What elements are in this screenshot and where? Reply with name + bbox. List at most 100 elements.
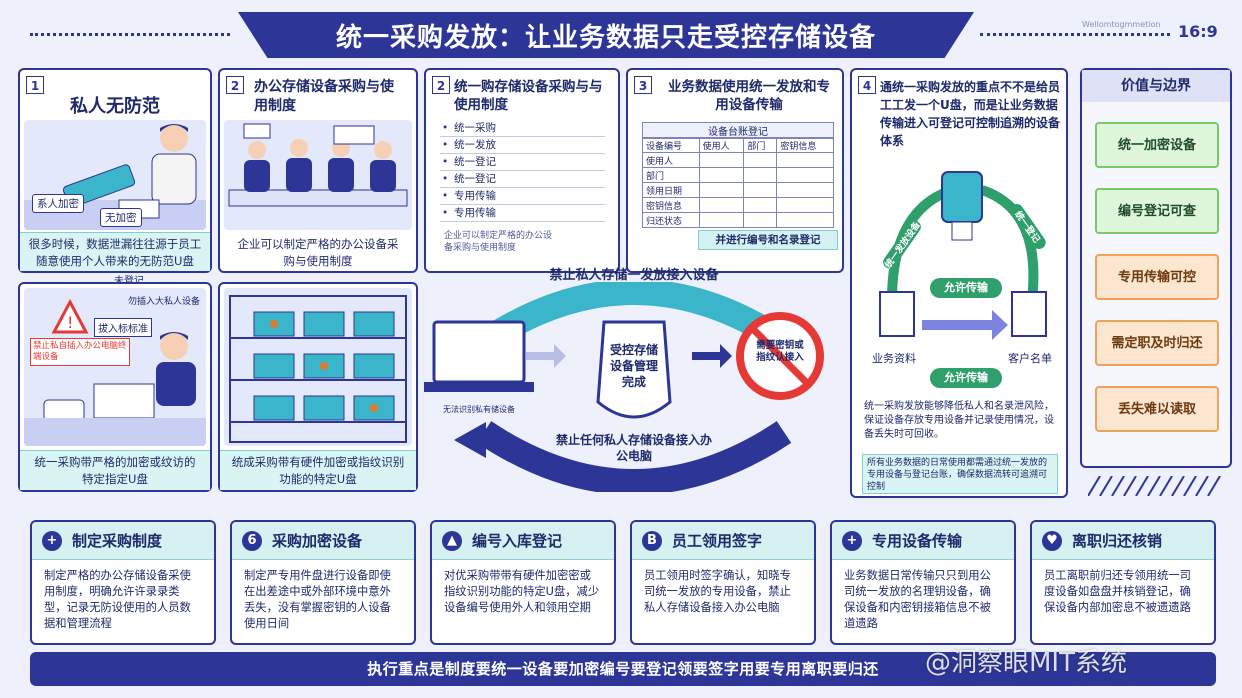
tag-unregistered: 未登记 bbox=[114, 272, 144, 287]
table-cell: 归还状态 bbox=[642, 212, 700, 228]
card-title: 离职归还核销 bbox=[1072, 532, 1163, 550]
card-numbering-registration: ▲ 编号入库登记 对优采购带带有硬件加密密或指纹识别功能的特定U盘，减少设备编号使… bbox=[430, 520, 616, 645]
card-body: 员工离职前归还专领用统一司度设备如盘盘并核销登记，确保设备内部加密息不被遗遗路 bbox=[1044, 569, 1191, 614]
sidebar-item-encrypted-device: 统一加密设备 bbox=[1095, 122, 1219, 168]
page-title: 统一采购发放：让业务数据只走受控存储设备 bbox=[335, 22, 876, 53]
panel-key-point: 4 通统一采购发放的重点不不是给员工工发一个U盘，而是让业务数据传输进入可登记可… bbox=[850, 68, 1068, 498]
card-title: 专用设备传输 bbox=[872, 532, 963, 550]
bubble-encrypt: 系人加密 bbox=[32, 194, 84, 213]
panel-caption: 企业可以制定严格的办公设备采购与使用制度 bbox=[237, 237, 399, 268]
panel-title: 通统一采购发放的重点不不是给员工工发一个U盘，而是让业务数据传输进入可登记可控制… bbox=[880, 80, 1061, 148]
triangle-icon: ▲ bbox=[442, 530, 462, 551]
list-item: 专用传输 bbox=[440, 188, 605, 205]
table-cell: 密钥信息 bbox=[776, 137, 834, 153]
table-cell: 设备编号 bbox=[642, 137, 700, 153]
bubble-no-encrypt: 无加密 bbox=[100, 208, 142, 227]
scene-illustration: ! bbox=[24, 288, 206, 446]
table-cell: 部门 bbox=[743, 137, 778, 153]
card-encrypted-devices: 6 采购加密设备 制定严专用件盘进行设备即使在出差途中或外部环境中意外丢失，没有掌… bbox=[230, 520, 416, 645]
sidebar-item-hard-to-read: 丢失难以读取 bbox=[1095, 386, 1219, 432]
shield-icon: ♥ bbox=[1042, 530, 1062, 551]
laptop-label: 无法识别私有储设备 bbox=[443, 405, 515, 414]
list-item: 统一发放 bbox=[440, 137, 605, 154]
panel-title: 私人无防范 bbox=[70, 96, 160, 117]
shield-label: 受控存储设备管理完成 bbox=[610, 343, 659, 389]
allow-transfer-badge: 允许传输 bbox=[930, 368, 1002, 388]
table-cell: 密钥信息 bbox=[642, 197, 700, 213]
header-banner: 统一采购发放：让业务数据只走受控存储设备 bbox=[238, 12, 974, 58]
panel-number: 1 bbox=[26, 76, 44, 94]
registry-badge: 并进行编号和名录登记 bbox=[698, 230, 838, 250]
table-cell: 部门 bbox=[642, 167, 700, 183]
warn-label: 拔入标标准 bbox=[94, 318, 152, 337]
card-body: 业务数据日常传输只只到用公司统一发放的名理钥设备，确保设备和内密钥接箱信息不被道… bbox=[844, 569, 991, 630]
panel-number: 2 bbox=[226, 76, 244, 94]
panel-private-unprotected: 1 私人无防范 系人加密 无加密 未登记 很多时候，数据泄漏往往源于员工随意使用… bbox=[18, 68, 212, 287]
tiny-mark: Wellomtogmmetion bbox=[1082, 20, 1161, 29]
panel-title: 统一购存储设备采购与与使用制度 bbox=[454, 79, 603, 113]
card-title: 采购加密设备 bbox=[272, 532, 363, 550]
list-item: 统一采购 bbox=[440, 120, 605, 137]
list-item: 专用传输 bbox=[440, 205, 605, 222]
badge-icon: B bbox=[642, 530, 662, 551]
card-body: 制定严格的办公存储设备采使用制度，明确允许许录录类型，记录无防设使用的人员数据和… bbox=[44, 569, 191, 630]
table-cell: 使用人 bbox=[642, 152, 700, 168]
sidebar-item-registered: 编号登记可查 bbox=[1095, 188, 1219, 234]
center-flow: 禁止私人存储一发放接入设备 禁止任何私人存储设备接入办公电脑 受控存储设备管理完… bbox=[424, 268, 844, 492]
doc-left-label: 业务资料 bbox=[872, 352, 916, 365]
panel-title: 办公存储设备采购与使用制度 bbox=[254, 79, 394, 114]
list-item: 统一登记 bbox=[440, 154, 605, 171]
sidebar-item-timely-return: 需定职及时归还 bbox=[1095, 320, 1219, 366]
list-item: 统一登记 bbox=[440, 171, 605, 188]
sidebar-item-controlled-transfer: 专用传输可控 bbox=[1095, 254, 1219, 300]
watermark: @洞察眼MIT系统 bbox=[925, 648, 1127, 678]
header-dotline-left bbox=[30, 33, 230, 37]
table-cell: 使用人 bbox=[698, 137, 745, 153]
panel-caption: 统一采购带严格的加密或纹访的特定指定U盘 bbox=[20, 450, 210, 490]
warn-note: 禁止私自插入办公电脑终端设备 bbox=[30, 338, 130, 366]
svg-text:!: ! bbox=[67, 313, 73, 332]
arc-top-label: 禁止私人存储一发放接入设备 bbox=[549, 268, 719, 283]
card-body: 员工领用时签字确认，知晓专司统一发放的专用设备，禁止私人存储设备接入办公电脑 bbox=[644, 569, 791, 614]
panel-caption: 统一采购发放能够降低私人和名录泄风险，保证设备存放专用设备并记录使用情况，设备丢… bbox=[864, 401, 1054, 440]
card-procurement-policy: + 制定采购制度 制定严格的办公存储设备采使用制度，明确允许许录录类型，记录无防设… bbox=[30, 520, 216, 645]
footer-text: 执行重点是制度要统一设备要加密编号要登记领要签字用要专用离职要归还 bbox=[367, 660, 879, 678]
card-body: 对优采购带带有硬件加密密或指纹识别功能的特定U盘，减少设备编号使用外人和领用空期 bbox=[444, 569, 600, 614]
table-cell: 领用日期 bbox=[642, 182, 700, 198]
storage-shelf-illustration bbox=[224, 288, 412, 446]
plus-icon: + bbox=[842, 530, 862, 551]
aspect-ratio-label: 16:9 bbox=[1178, 22, 1218, 41]
ban-label: 需要密钥或指纹认接入 bbox=[756, 340, 804, 363]
sign-title: 勿插入大私人设备 bbox=[128, 297, 201, 307]
arc-bottom-label: 禁止任何私人存储设备接入办公电脑 bbox=[555, 433, 712, 463]
card-offboarding-return: ♥ 离职归还核销 员工离职前归还专领用统一司度设备如盘盘并核销登记，确保设备内部加… bbox=[1030, 520, 1216, 645]
flow-arcs bbox=[424, 282, 824, 492]
allow-transfer-badge: 允许传输 bbox=[930, 278, 1002, 298]
meeting-illustration bbox=[224, 120, 412, 230]
panel-number: 3 bbox=[634, 76, 652, 94]
sidebar-hatch-decoration bbox=[1088, 476, 1221, 496]
panel-caption: 很多时候，数据泄漏往往源于员工随意使用个人带来的无防范U盘 bbox=[20, 232, 210, 271]
panel-note: 所有业务数据的日常使用都需通过统一发放的专用设备与登记台账，确保数据流转可追溯可… bbox=[862, 454, 1058, 494]
sidebar-title: 价值与边界 bbox=[1082, 70, 1230, 102]
plus-icon: + bbox=[42, 530, 62, 551]
panel-hardware-encryption: 统成采购带有硬件加密或指纹识别功能的特定U盘 bbox=[218, 282, 418, 492]
card-dedicated-transfer: + 专用设备传输 业务数据日常传输只只到用公司统一发放的名理钥设备，确保设备和内密… bbox=[830, 520, 1016, 645]
transfer-cycle-illustration bbox=[879, 171, 1047, 340]
footer-bar bbox=[30, 652, 1216, 686]
card-body: 制定严专用件盘进行设备即使在出差途中或外部环境中意外丢失，没有掌握密钥的人设备使… bbox=[244, 569, 391, 630]
panel-unified-procurement: 2 统一购存储设备采购与与使用制度 统一采购 统一发放 统一登记 统一登记 专用… bbox=[424, 68, 620, 273]
card-employee-signoff: B 员工领用签字 员工领用时签字确认，知晓专司统一发放的专用设备，禁止私人存储设备… bbox=[630, 520, 816, 645]
card-title: 制定采购制度 bbox=[72, 532, 163, 550]
number-icon: 6 bbox=[242, 530, 262, 551]
panel-number: 4 bbox=[858, 76, 876, 94]
panel-device-registry: 3 业务数据使用统一发放和专用设备传输 设备台账登记 设备编号使用人部门密钥信息… bbox=[626, 68, 844, 273]
card-title: 员工领用签字 bbox=[672, 532, 763, 550]
doc-right-label: 客户名单 bbox=[1008, 352, 1052, 365]
panel-number: 2 bbox=[432, 76, 450, 94]
panel-caption: 统成采购带有硬件加密或指纹识别功能的特定U盘 bbox=[220, 450, 416, 490]
header-dotline-right bbox=[980, 33, 1170, 37]
panel-note: 企业可以制定严格的办公设备采购与使用制度 bbox=[444, 231, 553, 253]
card-title: 编号入库登记 bbox=[472, 532, 563, 550]
panel-sign-warning: ! 勿插入大私人设备 拔入标标准 禁止私自插入办公电脑终端设备 统一采购带严格的… bbox=[18, 282, 212, 492]
